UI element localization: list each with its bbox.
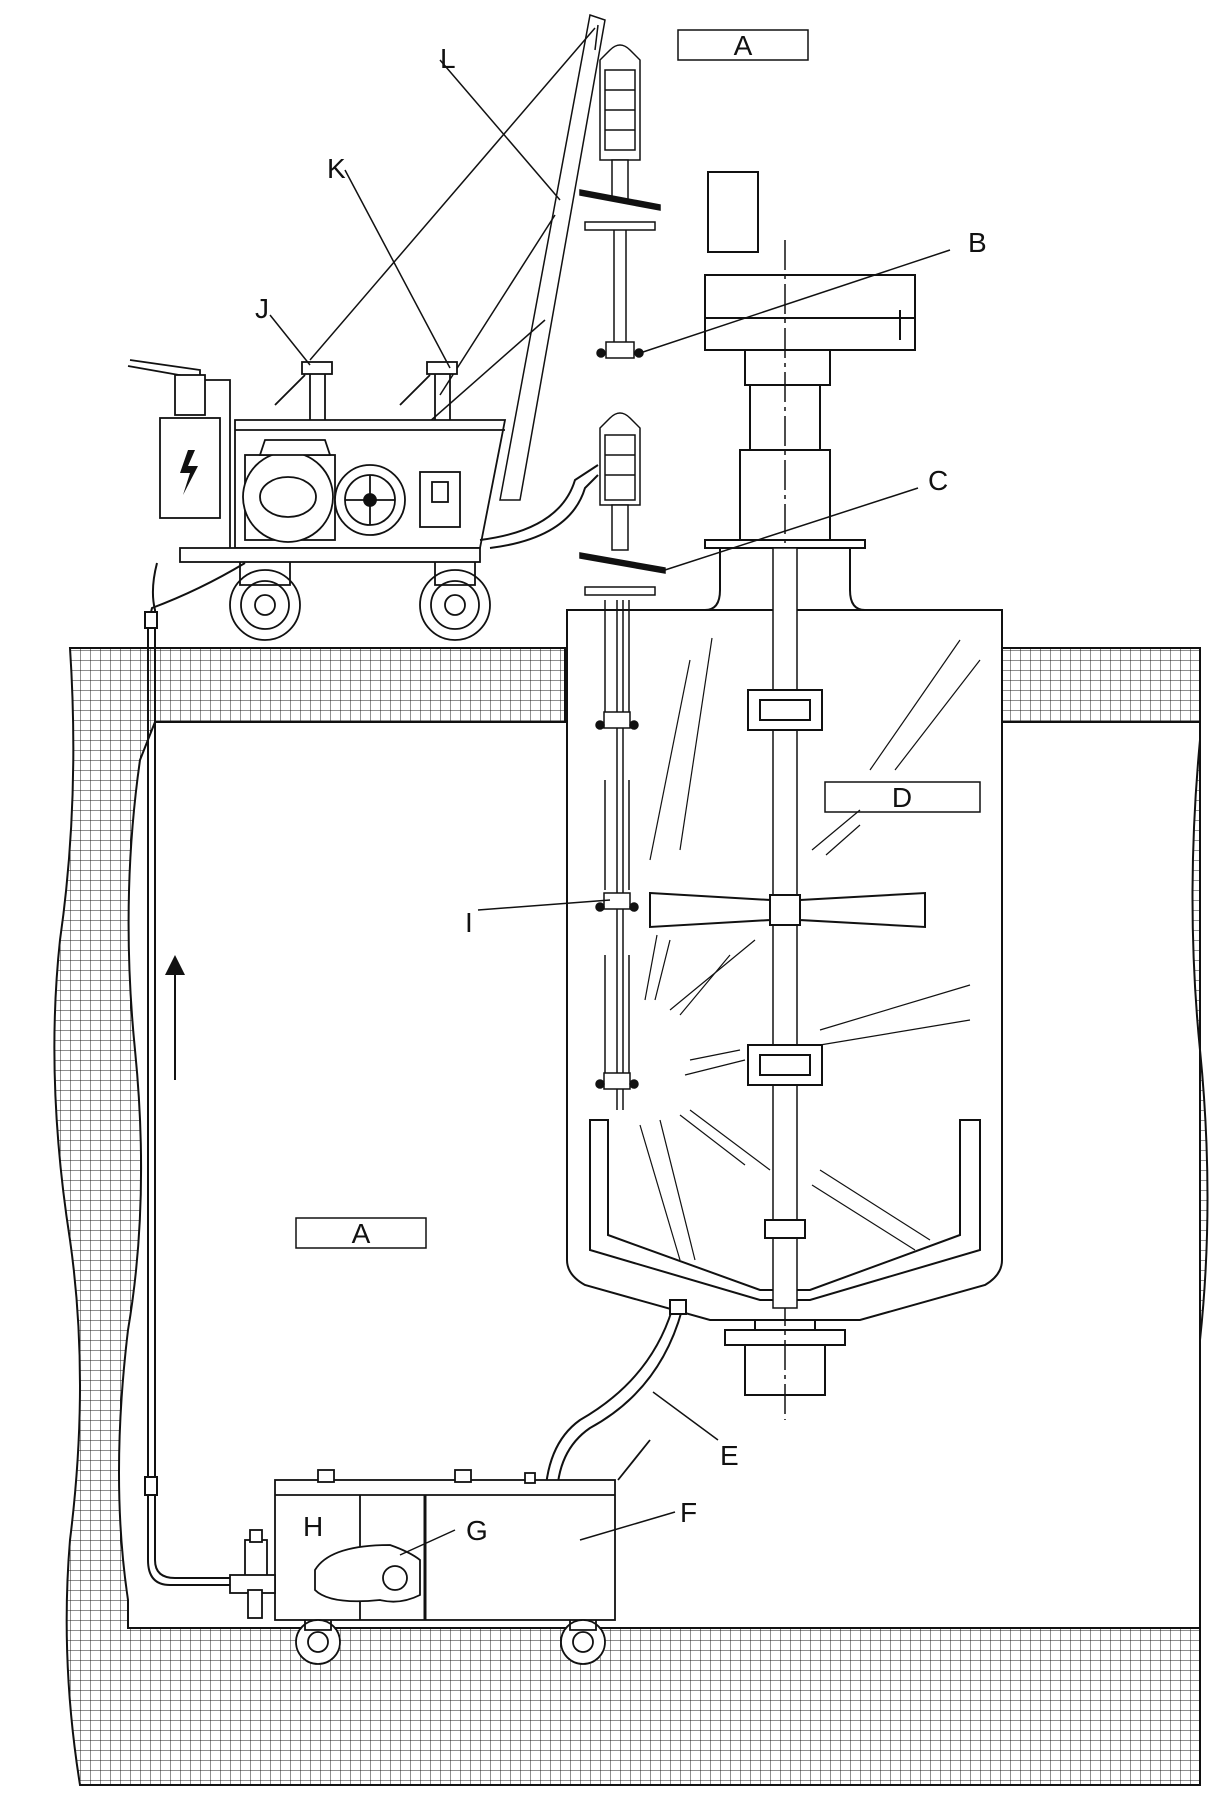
label-I: I <box>465 907 473 938</box>
label-J: J <box>255 293 269 324</box>
nozzle-upper <box>579 44 661 359</box>
crane-jib <box>309 14 606 501</box>
pump-cart <box>127 359 599 641</box>
cleaning-lance <box>595 600 639 1110</box>
mixing-vessel <box>566 171 1003 1420</box>
mobile-tank <box>229 1439 651 1665</box>
label-L: L <box>440 43 456 74</box>
label-H: H <box>303 1511 323 1542</box>
pit-wall <box>53 647 1209 1786</box>
nozzle-lower <box>579 412 666 596</box>
return-line <box>144 562 246 1586</box>
label-A-bottom: A <box>352 1218 371 1249</box>
label-B: B <box>968 227 987 258</box>
label-D: D <box>892 782 912 813</box>
label-G: G <box>466 1515 488 1546</box>
leader-lines <box>269 59 951 1556</box>
label-A-top: A <box>734 30 753 61</box>
label-A-top-box: A <box>677 29 809 61</box>
label-F: F <box>680 1497 697 1528</box>
drain-hose <box>544 1299 687 1506</box>
label-C: C <box>928 465 948 496</box>
label-E: E <box>720 1440 739 1471</box>
label-A-bottom-box: A <box>295 1217 427 1249</box>
letter-labels: B C E F G H I J K L <box>255 43 987 1546</box>
lightning-bolt-icon <box>180 450 198 495</box>
label-K: K <box>327 153 346 184</box>
